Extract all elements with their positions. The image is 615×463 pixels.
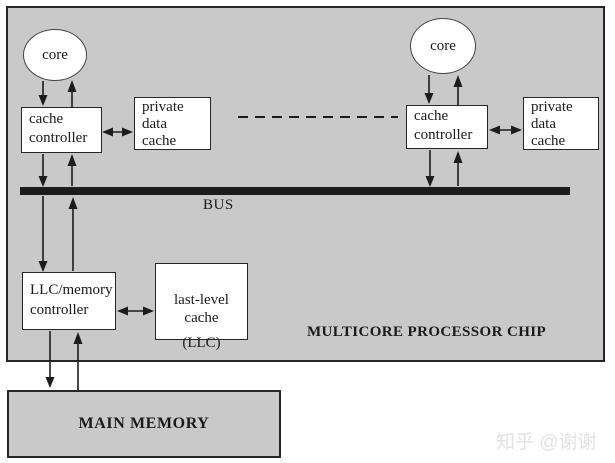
chip-caption: MULTICORE PROCESSOR CHIP <box>307 324 547 340</box>
llc-memory-controller: LLC/memory controller <box>22 272 116 330</box>
bus-label: BUS <box>203 197 234 213</box>
cache-controller-left: cache controller <box>21 107 102 153</box>
last-level-cache-acronym: (LLC) <box>182 335 221 351</box>
core-node-right: core <box>410 18 476 74</box>
private-data-cache-left: private data cache <box>134 97 211 150</box>
last-level-cache: last-level cache (LLC) <box>155 263 248 351</box>
core-node-left: core <box>23 29 87 81</box>
main-memory-label: MAIN MEMORY <box>78 415 210 432</box>
cache-controller-right: cache controller <box>406 105 488 149</box>
last-level-cache-label: last-level cache <box>174 292 229 326</box>
watermark-text: 知乎 @谢谢 <box>496 432 597 453</box>
private-data-cache-right: private data cache <box>523 97 599 150</box>
bus-line <box>20 187 570 195</box>
main-memory: MAIN MEMORY <box>7 390 281 458</box>
